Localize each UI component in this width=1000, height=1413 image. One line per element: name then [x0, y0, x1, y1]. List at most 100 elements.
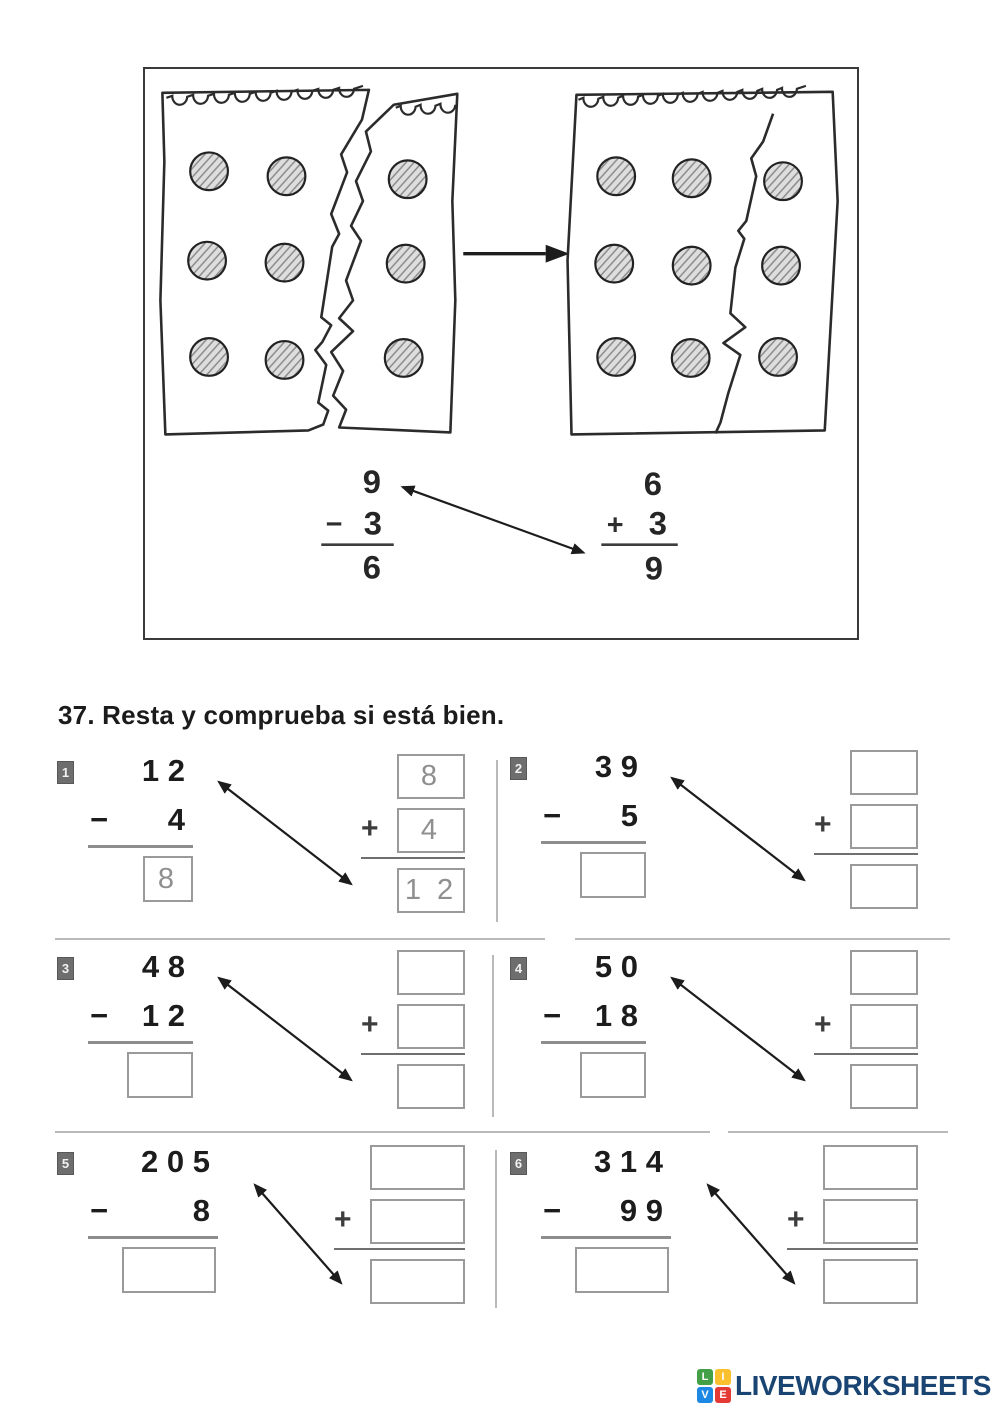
minus-sign: −	[90, 802, 109, 837]
row-divider	[575, 938, 950, 940]
torn-paper-illustration: 9 − 3 6 6 + 3 9	[143, 67, 859, 640]
check-addition-block: 8 + 4 1 2	[361, 754, 465, 913]
check-addition-block: +	[814, 750, 918, 909]
minus-sign: −	[543, 1193, 562, 1228]
logo-letter-v: V	[697, 1387, 713, 1403]
sub-minuend: 9	[363, 463, 381, 500]
check-top-box[interactable]	[850, 950, 918, 995]
sub-operator: −	[326, 509, 343, 541]
subtrahend: 1 8	[594, 998, 638, 1033]
addition-rule	[787, 1248, 918, 1250]
exercise-number-badge: 4	[510, 957, 527, 980]
exercise-2: 2 3 9 −5 +	[508, 748, 936, 920]
addition-rule	[361, 1053, 465, 1055]
exercise-number-badge: 1	[57, 761, 74, 784]
difference-answer-box[interactable]	[575, 1247, 669, 1293]
subtrahend: 4	[167, 802, 185, 837]
difference-answer-box[interactable]: 8	[143, 856, 193, 902]
check-top-box[interactable]	[823, 1145, 918, 1190]
check-result-box[interactable]	[850, 1064, 918, 1109]
difference-answer-box[interactable]	[127, 1052, 193, 1098]
sub-result: 6	[363, 548, 381, 585]
illustration-svg: 9 − 3 6 6 + 3 9	[159, 84, 839, 586]
plus-sign: +	[814, 1008, 832, 1041]
check-result-box[interactable]	[397, 1064, 465, 1109]
check-addend-box[interactable]	[850, 1004, 918, 1049]
minus-sign: −	[90, 998, 109, 1033]
tear-crack-line	[714, 113, 775, 434]
example-addition: 6 + 3 9	[601, 465, 678, 586]
example-subtraction: 9 − 3 6	[321, 463, 394, 585]
difference-answer-box[interactable]	[580, 852, 646, 898]
double-arrow-icon	[400, 485, 586, 555]
minuend: 3 1 4	[594, 1144, 663, 1179]
subtraction-rule	[541, 1041, 646, 1044]
dots-right	[594, 156, 803, 378]
addition-rule	[814, 853, 918, 855]
exercise-6: 6 3 1 4 − 9 9 +	[508, 1143, 936, 1315]
plus-sign: +	[787, 1203, 805, 1236]
plus-sign: +	[814, 808, 832, 841]
subtrahend: 8	[192, 1193, 210, 1228]
exercise-number-badge: 5	[57, 1152, 74, 1175]
difference-answer-box[interactable]	[122, 1247, 216, 1293]
check-top-box[interactable]: 8	[397, 754, 465, 799]
check-addend-box[interactable]	[823, 1199, 918, 1244]
exercise-number-badge: 6	[510, 1152, 527, 1175]
addition-rule	[814, 1053, 918, 1055]
subtrahend: 5	[620, 798, 638, 833]
check-addition-block: +	[787, 1145, 918, 1304]
check-result-box[interactable]	[823, 1259, 918, 1304]
minuend: 2 0 5	[141, 1144, 210, 1179]
check-addend-box[interactable]	[370, 1199, 465, 1244]
plus-sign: +	[361, 1008, 379, 1041]
subtraction-block: 3 1 4 − 9 9	[541, 1143, 671, 1293]
minuend: 1 2	[141, 753, 185, 788]
check-top-box[interactable]	[370, 1145, 465, 1190]
check-top-box[interactable]	[850, 750, 918, 795]
logo-squares-icon: L I V E	[697, 1369, 731, 1403]
double-arrow-icon	[670, 976, 806, 1082]
minuend: 5 0	[594, 949, 638, 984]
subtraction-block: 3 9 −5	[541, 748, 646, 898]
subtraction-rule	[88, 1236, 218, 1239]
exercise-number-badge: 3	[57, 957, 74, 980]
add-result: 9	[645, 549, 663, 586]
check-result-box[interactable]	[370, 1259, 465, 1304]
subtraction-rule	[88, 845, 193, 848]
exercise-3: 3 4 8 −1 2 +	[55, 948, 483, 1120]
subtraction-rule	[541, 1236, 671, 1239]
row-divider	[55, 938, 545, 940]
column-divider	[496, 760, 498, 922]
double-arrow-icon	[706, 1183, 796, 1285]
subtraction-block: 2 0 5 − 8	[88, 1143, 218, 1293]
minus-sign: −	[90, 1193, 109, 1228]
addition-rule	[361, 857, 465, 859]
logo-letter-l: L	[697, 1369, 713, 1385]
sub-subtrahend: 3	[364, 505, 382, 542]
row-divider	[728, 1131, 948, 1133]
subtraction-block: 5 0 −1 8	[541, 948, 646, 1098]
add-top: 6	[644, 465, 662, 502]
section-title: 37. Resta y comprueba si está bien.	[58, 700, 505, 730]
column-divider	[495, 1150, 497, 1308]
subtrahend: 1 2	[141, 998, 185, 1033]
check-result-box[interactable]: 1 2	[397, 868, 465, 913]
add-addend: 3	[649, 505, 667, 542]
add-operator: +	[607, 510, 624, 542]
subtrahend: 9 9	[619, 1193, 663, 1228]
check-result-box[interactable]	[850, 864, 918, 909]
check-addend-box[interactable]: 4	[397, 808, 465, 853]
check-addend-box[interactable]	[397, 1004, 465, 1049]
logo-letter-e: E	[715, 1387, 731, 1403]
exercise-1: 1 1 2 − 4 8 8 + 4 1 2	[55, 752, 483, 924]
check-addend-box[interactable]	[850, 804, 918, 849]
exercise-number-badge: 2	[510, 757, 527, 780]
column-divider	[492, 955, 494, 1117]
check-top-box[interactable]	[397, 950, 465, 995]
minus-sign: −	[543, 998, 562, 1033]
difference-answer-box[interactable]	[580, 1052, 646, 1098]
addition-rule	[334, 1248, 465, 1250]
check-addition-block: +	[814, 950, 918, 1109]
